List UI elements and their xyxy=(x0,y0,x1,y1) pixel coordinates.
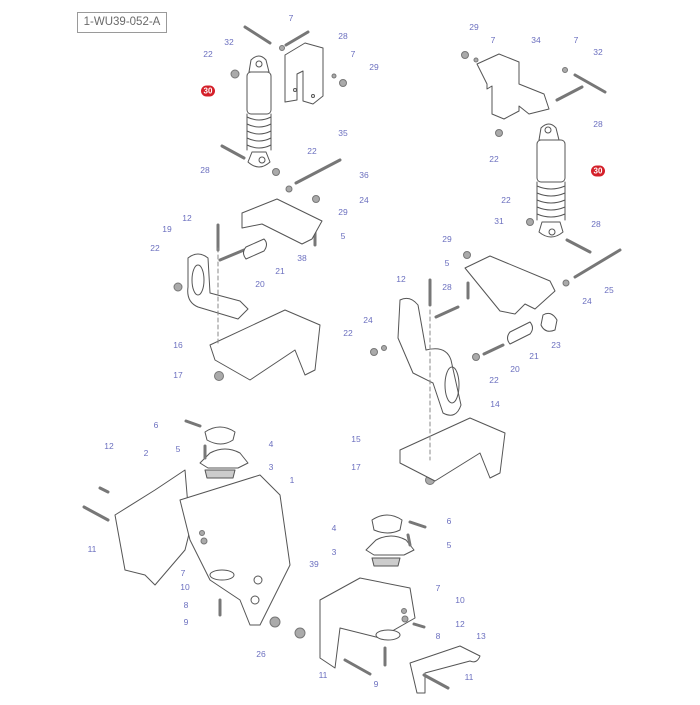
link-23 xyxy=(540,312,558,332)
callout-label-4[interactable]: 4 xyxy=(268,439,274,449)
plate-31 xyxy=(464,255,556,315)
callout-label-34[interactable]: 34 xyxy=(531,35,541,45)
callout-label-3[interactable]: 3 xyxy=(331,547,337,557)
callout-label-16[interactable]: 16 xyxy=(173,340,183,350)
callout-label-22[interactable]: 22 xyxy=(150,243,160,253)
mount-assembly-right xyxy=(319,514,481,694)
callout-label-20[interactable]: 20 xyxy=(510,364,520,374)
callout-label-19[interactable]: 19 xyxy=(162,224,172,234)
callout-label-29[interactable]: 29 xyxy=(442,234,452,244)
callout-label-8[interactable]: 8 xyxy=(183,600,189,610)
callout-label-35[interactable]: 35 xyxy=(338,128,348,138)
bracket-2 xyxy=(114,469,191,586)
callout-label-6[interactable]: 6 xyxy=(446,516,452,526)
callout-label-5[interactable]: 5 xyxy=(446,540,452,550)
bracket-35 xyxy=(284,42,324,105)
hardware-bottom-right xyxy=(343,520,450,690)
callout-label-7[interactable]: 7 xyxy=(180,568,186,578)
callout-label-10[interactable]: 10 xyxy=(180,582,190,592)
callout-label-5[interactable]: 5 xyxy=(340,231,346,241)
callout-label-7[interactable]: 7 xyxy=(435,583,441,593)
callout-label-3[interactable]: 3 xyxy=(268,462,274,472)
bushing-21b xyxy=(507,321,533,345)
callout-label-21[interactable]: 21 xyxy=(529,351,539,361)
frame-1 xyxy=(179,474,291,626)
callout-label-12[interactable]: 12 xyxy=(104,441,114,451)
callout-label-9[interactable]: 9 xyxy=(373,679,379,689)
highlighted-part-badge[interactable]: 30 xyxy=(201,85,215,97)
clamp-13 xyxy=(409,645,481,694)
callout-label-28[interactable]: 28 xyxy=(591,219,601,229)
callout-label-22[interactable]: 22 xyxy=(203,49,213,59)
callout-label-7[interactable]: 7 xyxy=(350,49,356,59)
callout-label-24[interactable]: 24 xyxy=(363,315,373,325)
shock-absorber-right xyxy=(536,123,566,238)
callout-label-39[interactable]: 39 xyxy=(309,559,319,569)
callout-label-11[interactable]: 11 xyxy=(318,670,328,680)
callout-label-31[interactable]: 31 xyxy=(494,216,504,226)
callout-label-28[interactable]: 28 xyxy=(338,31,348,41)
callout-label-23[interactable]: 23 xyxy=(551,340,561,350)
callout-label-29[interactable]: 29 xyxy=(338,207,348,217)
callout-label-12[interactable]: 12 xyxy=(182,213,192,223)
callout-label-29[interactable]: 29 xyxy=(369,62,379,72)
callout-label-7[interactable]: 7 xyxy=(288,13,294,23)
plate-38 xyxy=(241,198,323,245)
callout-label-5[interactable]: 5 xyxy=(444,258,450,268)
callout-label-36[interactable]: 36 xyxy=(359,170,369,180)
callout-label-14[interactable]: 14 xyxy=(490,399,500,409)
callout-label-13[interactable]: 13 xyxy=(476,631,486,641)
callout-label-24[interactable]: 24 xyxy=(582,296,592,306)
hardware-top-right xyxy=(370,51,622,485)
bracket-34 xyxy=(476,53,550,120)
callout-label-12[interactable]: 12 xyxy=(396,274,406,284)
callout-label-32[interactable]: 32 xyxy=(224,37,234,47)
callout-label-10[interactable]: 10 xyxy=(455,595,465,605)
callout-label-28[interactable]: 28 xyxy=(442,282,452,292)
callout-label-6[interactable]: 6 xyxy=(153,420,159,430)
callout-label-38[interactable]: 38 xyxy=(297,253,307,263)
callout-label-11[interactable]: 11 xyxy=(464,672,474,682)
mount-assembly-left xyxy=(114,426,291,626)
shock-absorber-left xyxy=(246,55,272,168)
callout-label-9[interactable]: 9 xyxy=(183,617,189,627)
callout-label-8[interactable]: 8 xyxy=(435,631,441,641)
callout-label-22[interactable]: 22 xyxy=(489,375,499,385)
callout-label-7[interactable]: 7 xyxy=(573,35,579,45)
callout-label-20[interactable]: 20 xyxy=(255,279,265,289)
callout-label-26[interactable]: 26 xyxy=(256,649,266,659)
callout-label-22[interactable]: 22 xyxy=(307,146,317,156)
callout-label-22[interactable]: 22 xyxy=(501,195,511,205)
plate-16 xyxy=(209,309,321,381)
callout-label-12[interactable]: 12 xyxy=(455,619,465,629)
callout-label-32[interactable]: 32 xyxy=(593,47,603,57)
bushing-21 xyxy=(243,238,267,260)
callout-label-17[interactable]: 17 xyxy=(351,462,361,472)
highlighted-part-badge[interactable]: 30 xyxy=(591,165,605,177)
hardware-bottom-left xyxy=(82,419,306,639)
callout-label-25[interactable]: 25 xyxy=(604,285,614,295)
callout-label-22[interactable]: 22 xyxy=(343,328,353,338)
plate-15 xyxy=(399,417,506,482)
callout-label-15[interactable]: 15 xyxy=(351,434,361,444)
diagram-reference-code: 1-WU39-052-A xyxy=(77,12,167,33)
callout-label-24[interactable]: 24 xyxy=(359,195,369,205)
callout-label-1[interactable]: 1 xyxy=(289,475,295,485)
callout-label-29[interactable]: 29 xyxy=(469,22,479,32)
bracket-39 xyxy=(319,577,416,669)
callout-label-5[interactable]: 5 xyxy=(175,444,181,454)
callout-label-2[interactable]: 2 xyxy=(143,448,149,458)
callout-label-21[interactable]: 21 xyxy=(275,266,285,276)
callout-label-17[interactable]: 17 xyxy=(173,370,183,380)
callout-label-28[interactable]: 28 xyxy=(593,119,603,129)
callout-label-7[interactable]: 7 xyxy=(490,35,496,45)
callout-label-28[interactable]: 28 xyxy=(200,165,210,175)
callout-label-4[interactable]: 4 xyxy=(331,523,337,533)
hardware-top-left xyxy=(173,25,347,381)
callout-label-11[interactable]: 11 xyxy=(87,544,97,554)
callout-label-22[interactable]: 22 xyxy=(489,154,499,164)
